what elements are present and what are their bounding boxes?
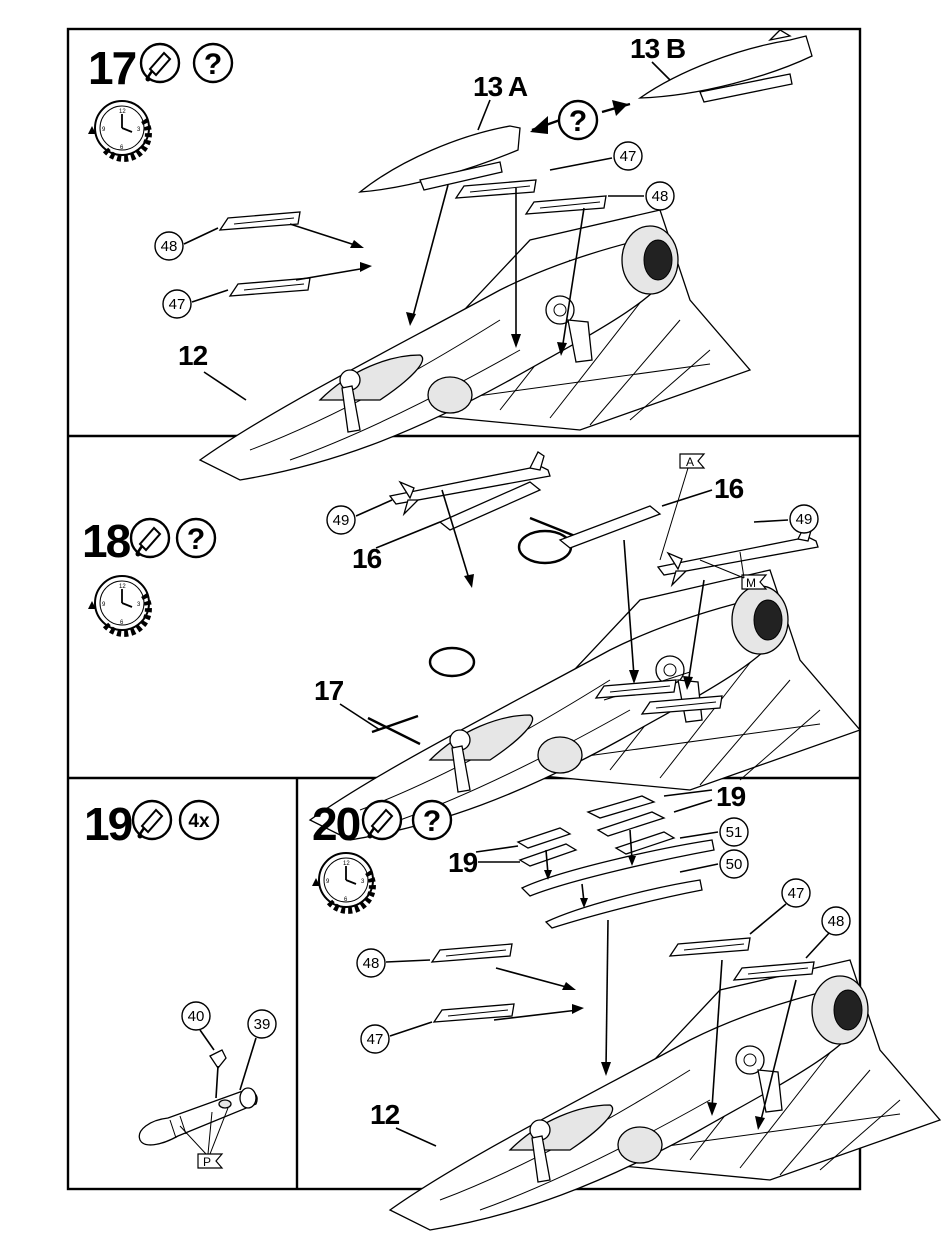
canopy-ring — [519, 531, 571, 563]
svg-text:47: 47 — [367, 1031, 384, 1048]
callout-48-right: 48 — [608, 182, 674, 210]
part-label-13a: 13 A — [473, 71, 528, 102]
svg-text:?: ? — [187, 523, 205, 556]
svg-text:39: 39 — [254, 1016, 271, 1033]
part-label-canopy: 17 — [314, 675, 344, 706]
callout-48-right-20: 48 — [806, 907, 850, 958]
bomb-fin-40 — [210, 1050, 226, 1098]
svg-text:?: ? — [204, 48, 222, 81]
part-label-rail-right: 16 — [714, 473, 744, 504]
callout-47-right-20: 47 — [750, 879, 810, 934]
callout-51: 51 — [680, 818, 748, 846]
svg-text:48: 48 — [161, 238, 178, 255]
svg-text:?: ? — [423, 805, 441, 838]
svg-text:P: P — [203, 1155, 211, 1169]
step-20-number: 20 — [312, 798, 360, 850]
question-icon: ? — [559, 101, 597, 139]
question-icon: ? — [194, 44, 232, 82]
bomb-39 — [139, 1088, 257, 1145]
pylon-48-left — [220, 212, 300, 230]
callout-40: 40 — [182, 1002, 214, 1050]
pylon-47-left — [230, 278, 310, 296]
pylon-48-left-20 — [432, 944, 512, 962]
part-label-bombs-top: 19 — [716, 781, 746, 812]
aircraft-view-18 — [310, 570, 860, 840]
callout-47-right: 47 — [550, 142, 642, 170]
question-icon: ? — [413, 801, 451, 839]
decal-flag-a: A — [660, 454, 704, 560]
step-17-number: 17 — [88, 42, 136, 94]
svg-text:51: 51 — [726, 824, 743, 841]
svg-text:?: ? — [569, 105, 587, 138]
drying-clock-icon — [312, 853, 373, 910]
part-label-fuselage-17: 12 — [178, 340, 208, 371]
pylon-47-right-20 — [670, 938, 750, 956]
svg-text:48: 48 — [828, 913, 845, 930]
glue-tube-icon — [363, 801, 401, 839]
callout-48-left-20: 48 — [357, 949, 430, 977]
pylon-50 — [546, 880, 702, 928]
drying-clock-icon — [88, 576, 149, 633]
drop-tank-13a — [360, 126, 520, 192]
pylon-47-right — [456, 180, 536, 198]
part-label-fuselage-20: 12 — [370, 1099, 400, 1130]
part-label-13b: 13 B — [630, 33, 685, 64]
step-19-number: 19 — [84, 798, 132, 850]
svg-text:50: 50 — [726, 856, 743, 873]
svg-text:A: A — [686, 455, 694, 469]
svg-text:4x: 4x — [188, 811, 210, 832]
callout-47-left-20: 47 — [361, 1022, 432, 1053]
svg-text:47: 47 — [620, 148, 637, 165]
callout-39: 39 — [240, 1010, 276, 1090]
glue-tube-icon — [133, 801, 171, 839]
svg-text:49: 49 — [796, 511, 813, 528]
part-label-bombs-left: 19 — [448, 847, 478, 878]
callout-48-left: 48 — [155, 228, 218, 260]
step-17-panel: 17 ? 13 A ? 13 B — [88, 30, 812, 480]
svg-text:48: 48 — [363, 955, 380, 972]
missile-49-left — [390, 452, 550, 514]
callout-47-left: 47 — [163, 290, 228, 318]
drying-clock-icon — [88, 101, 149, 158]
question-icon: ? — [177, 519, 215, 557]
step-19-panel: 19 4x 40 39 P — [84, 798, 276, 1169]
svg-text:M: M — [746, 576, 756, 590]
pylon-48-right — [526, 196, 606, 214]
quantity-badge: 4x — [180, 801, 218, 839]
svg-text:49: 49 — [333, 512, 350, 529]
svg-text:47: 47 — [788, 885, 805, 902]
svg-text:47: 47 — [169, 296, 186, 313]
rail-16-right — [560, 506, 660, 548]
svg-text:40: 40 — [188, 1008, 205, 1025]
callout-49-left: 49 — [327, 500, 392, 534]
glue-tube-icon — [141, 44, 179, 82]
svg-text:48: 48 — [652, 188, 669, 205]
aircraft-view-17 — [200, 210, 750, 480]
step-18-number: 18 — [82, 515, 131, 567]
callout-49-right: 49 — [754, 505, 818, 533]
step-20-panel: 20 ? 19 19 51 — [312, 781, 940, 1230]
glue-tube-icon — [131, 519, 169, 557]
